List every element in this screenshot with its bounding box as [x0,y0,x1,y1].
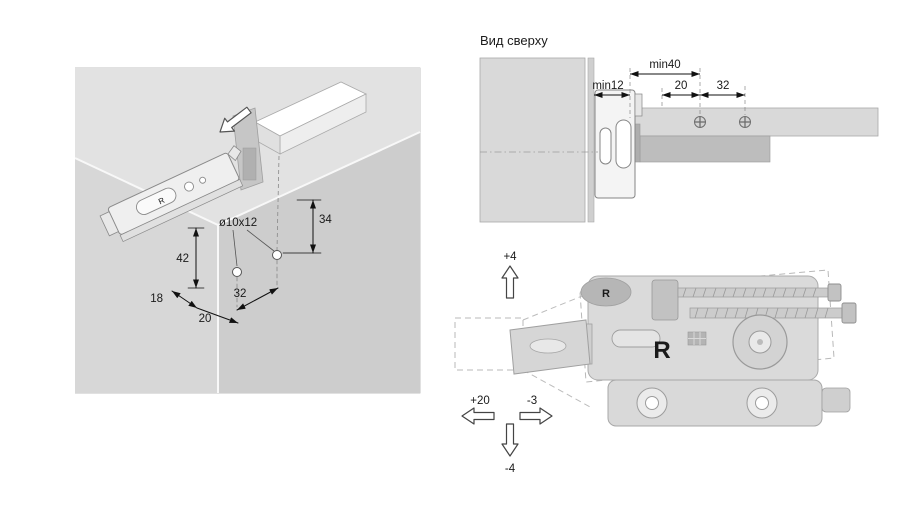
dimension-annotations: 34 42 18 20 32 [150,199,332,325]
release-lever [580,277,632,307]
dim-32-label: 32 [234,288,247,300]
left-installation-diagram: R ø10x12 34 42 18 [75,67,421,394]
wall-rail-opening [232,81,367,191]
drill-holes: ø10x12 [219,155,282,277]
dim-min40-label: min40 [649,59,680,71]
adjustment-screw [689,302,857,324]
adjustment-diagram: R R [454,251,857,475]
mounting-plate-drawing: R [99,145,244,243]
top-view-dimensions: min40 min12 20 32 [592,59,746,118]
top-view-panels [479,57,879,223]
dim-32-label: 32 [717,80,730,92]
screw-icon [694,116,706,128]
dim-20-label: 20 [675,80,688,92]
dim-20-label: 20 [199,313,212,325]
drill-hole [272,250,282,260]
bracket-r-mark: R [157,196,166,207]
adjustment-screw [677,283,842,302]
adjust-right-label: -3 [527,395,537,407]
bracket-top-view [594,89,643,199]
adjust-up-label: +4 [503,251,517,263]
down-adjust-arrow-icon [501,423,519,457]
up-adjust-arrow-icon [501,265,519,299]
insert-arrow-icon [219,106,252,133]
bracket-large-r-mark: R [653,337,670,364]
top-view-diagram: Вид сверху [479,33,879,223]
left-adjust-arrow-icon [461,407,495,425]
dim-min12-label: min12 [592,80,623,92]
bracket-small-r-mark: R [602,288,610,300]
adjustment-labels: +4 -4 +20 -3 [470,251,537,475]
hole-callout-label: ø10x12 [219,217,257,229]
adjustment-arrows [461,265,553,457]
drill-hole [232,267,242,277]
grip-pattern [687,331,707,346]
suspension-bracket: R R [509,275,857,427]
adjust-down-label: -4 [505,463,516,475]
screw-icon [739,116,751,128]
right-adjust-arrow-icon [519,407,553,425]
dim-18-label: 18 [150,293,163,305]
adjust-left-label: +20 [470,395,490,407]
dim-42-label: 42 [176,253,189,265]
top-view-title: Вид сверху [480,33,548,48]
dim-34-label: 34 [319,214,332,226]
